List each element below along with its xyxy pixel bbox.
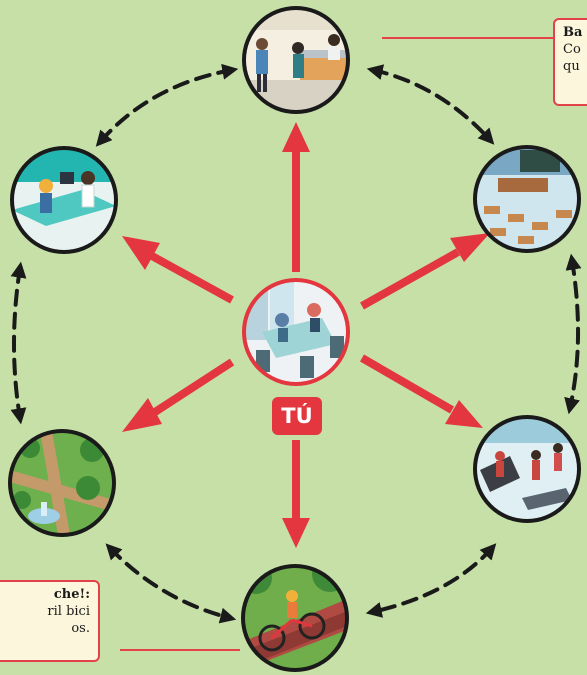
- arrow-to-clinic: [122, 236, 234, 304]
- dashed-link-gym-cycling: [365, 543, 497, 618]
- callout-top-title: Ba: [563, 25, 583, 40]
- dashed-link-shop-clinic: [95, 63, 239, 147]
- callout-top-right: Ba Co qu: [553, 18, 587, 106]
- center-node-dining-room: [242, 278, 350, 386]
- node-clinic: [10, 146, 118, 254]
- dashed-link-classroom-gym: [564, 253, 582, 415]
- node-cycling: [241, 564, 349, 672]
- node-gym: [473, 415, 581, 523]
- arrow-to-shop: [282, 122, 310, 272]
- node-classroom: [473, 145, 581, 253]
- callout-top-line1: Co: [563, 42, 581, 57]
- callout-bottom-left: che!: ril bici os.: [0, 580, 100, 662]
- callout-bottom-line2: os.: [71, 621, 90, 636]
- node-shop: [242, 6, 350, 114]
- callout-bottom-title: che!:: [53, 587, 90, 602]
- arrow-to-gym: [359, 354, 483, 428]
- arrow-to-cycling: [282, 440, 310, 548]
- dashed-link-cycling-park: [105, 543, 237, 624]
- dashed-link-clinic-park: [10, 261, 27, 425]
- callout-bottom-line1: ril bici: [47, 604, 90, 619]
- tu-badge: TÚ: [272, 397, 322, 435]
- arrow-to-park: [122, 358, 235, 432]
- node-park: [8, 429, 116, 537]
- arrow-to-classroom: [360, 233, 490, 310]
- dashed-link-shop-classroom: [366, 64, 495, 145]
- callout-top-line2: qu: [563, 59, 580, 74]
